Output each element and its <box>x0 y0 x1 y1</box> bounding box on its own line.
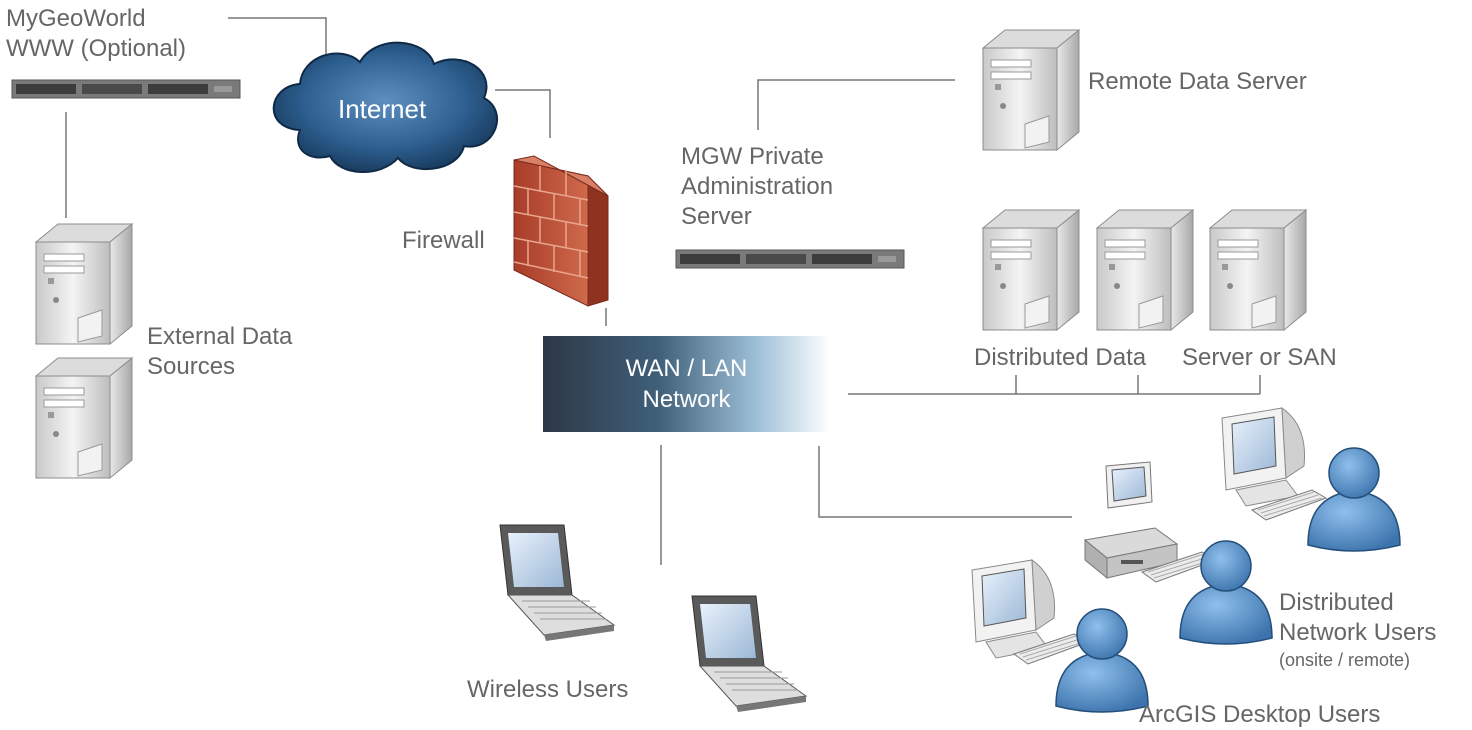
mgw-admin-label-line2: Administration <box>681 173 834 200</box>
line-internet-firewall <box>495 89 551 138</box>
mgw-admin-label-line3: Server <box>681 203 752 230</box>
mgw-admin-rack-server-icon <box>675 249 905 269</box>
external-data-sources-label: External Data Sources <box>147 322 292 382</box>
remote-data-server-label: Remote Data Server <box>1088 68 1307 95</box>
line-mgw-remote <box>757 79 955 130</box>
firewall-icon <box>513 155 609 307</box>
network-label-line1: WAN / LAN <box>625 355 748 382</box>
wireless-laptop-1-icon <box>499 524 615 642</box>
wireless-users-label: Wireless Users <box>467 676 629 703</box>
arcgis-monitor-icon <box>971 559 1056 659</box>
distributed-monitor-icon <box>1221 407 1306 507</box>
wireless-laptop-2-icon <box>691 595 807 713</box>
mygeoworld-label-line1: MyGeoWorld <box>6 5 146 32</box>
remote-data-server-icon <box>982 29 1080 151</box>
server-or-san-label: Server or SAN <box>1182 344 1337 371</box>
connector-lines <box>65 17 1261 565</box>
arcgis-user-icon <box>1055 608 1149 713</box>
desktop-pc-monitor-icon <box>1105 461 1153 509</box>
line-network-desktop <box>818 446 1072 518</box>
external-data-server-2-icon <box>35 357 133 479</box>
distributed-users-label-line3: (onsite / remote) <box>1279 650 1411 670</box>
line-mygeoworld-internet <box>228 17 327 62</box>
network-label-line2: Network <box>642 386 731 413</box>
external-data-label-line1: External Data <box>147 323 293 350</box>
mygeoworld-label-line2: WWW (Optional) <box>6 35 186 62</box>
distributed-server-3-icon <box>1209 209 1307 331</box>
mgw-admin-label: MGW Private Administration Server <box>681 142 833 232</box>
wan-lan-network-box: WAN / LAN Network <box>543 336 830 432</box>
mygeoworld-label: MyGeoWorld WWW (Optional) <box>6 4 186 64</box>
distributed-users-label-line1: Distributed <box>1279 589 1394 616</box>
distributed-server-1-icon <box>982 209 1080 331</box>
internet-label: Internet <box>338 94 427 124</box>
external-data-server-1-icon <box>35 223 133 345</box>
distributed-server-2-icon <box>1096 209 1194 331</box>
mgw-admin-label-line1: MGW Private <box>681 143 824 170</box>
external-data-label-line2: Sources <box>147 353 236 380</box>
mygeoworld-rack-server-icon <box>11 79 241 99</box>
firewall-label: Firewall <box>402 227 485 254</box>
distributed-network-users-label: Distributed Network Users (onsite / remo… <box>1279 588 1436 672</box>
arcgis-desktop-users-label: ArcGIS Desktop Users <box>1139 701 1381 728</box>
distributed-users-label-line2: Network Users <box>1279 619 1437 646</box>
internet-cloud-icon <box>272 41 499 173</box>
distributed-data-label: Distributed Data <box>974 344 1147 371</box>
